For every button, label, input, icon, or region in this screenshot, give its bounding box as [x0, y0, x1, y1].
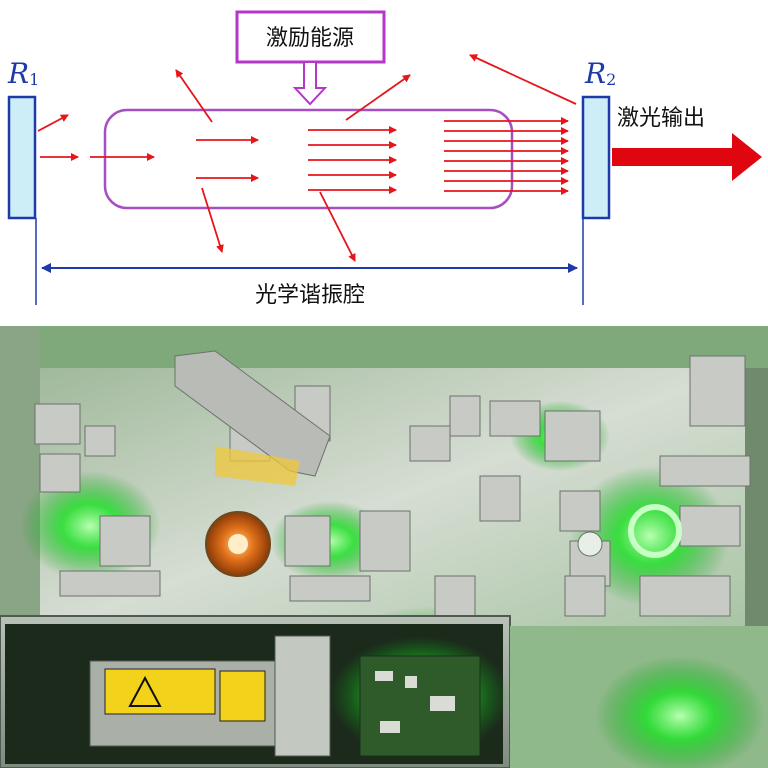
laser-cavity-diagram: 激励能源 R1 R2 激光输出 光学谐振腔 — [7, 10, 762, 308]
mount — [659, 455, 751, 487]
mount — [289, 575, 371, 602]
mount — [639, 575, 731, 617]
ray — [37, 114, 69, 132]
pump-source-label: 激励能源 — [266, 26, 354, 51]
component — [430, 696, 455, 711]
stimulated-emission-rays — [37, 54, 577, 262]
mount — [84, 425, 116, 457]
laser-output-label: 激光输出 — [617, 106, 705, 131]
component — [375, 671, 393, 681]
mount — [449, 395, 481, 437]
mount — [434, 575, 476, 617]
ray — [319, 191, 356, 262]
mount — [489, 400, 541, 437]
gain-crystal-core — [228, 534, 248, 554]
component — [380, 721, 400, 733]
mount — [39, 453, 81, 493]
mount — [34, 403, 81, 445]
mount — [559, 490, 601, 532]
mount — [284, 515, 331, 567]
ray — [345, 74, 411, 121]
left-wall — [0, 326, 40, 626]
mirror-r1-label: R1 — [7, 57, 39, 90]
mount — [544, 410, 601, 462]
top-wall — [0, 326, 768, 368]
mirror-r2 — [581, 95, 611, 220]
mount — [359, 510, 411, 572]
optical-cavity-label: 光学谐振腔 — [255, 283, 365, 308]
mount — [689, 355, 746, 427]
ray — [175, 69, 213, 123]
mount — [409, 425, 451, 462]
prism-block — [174, 350, 331, 477]
mount — [479, 475, 521, 522]
mount — [564, 575, 606, 617]
mount — [59, 570, 161, 597]
laser-bench-photo — [0, 326, 768, 768]
laser-hazard-icon — [128, 675, 162, 707]
ray — [201, 187, 224, 253]
ray — [469, 54, 577, 105]
laser-output-arrow-icon — [612, 133, 762, 181]
ring-optic — [628, 504, 682, 558]
green-glow — [595, 656, 765, 768]
laser-aperture-label — [219, 670, 266, 722]
mirror-r1 — [7, 95, 37, 220]
laser-warning-label — [104, 668, 216, 715]
gain-medium-tube — [103, 108, 514, 210]
mount — [679, 505, 741, 547]
mirror-r2-label: R2 — [584, 57, 616, 90]
prism-glow — [215, 446, 300, 486]
board-components — [375, 671, 455, 733]
component — [405, 676, 417, 688]
ring-optic-small — [577, 531, 603, 557]
heatsink — [274, 635, 331, 757]
pump-arrow-icon — [292, 61, 328, 106]
mount — [99, 515, 151, 567]
